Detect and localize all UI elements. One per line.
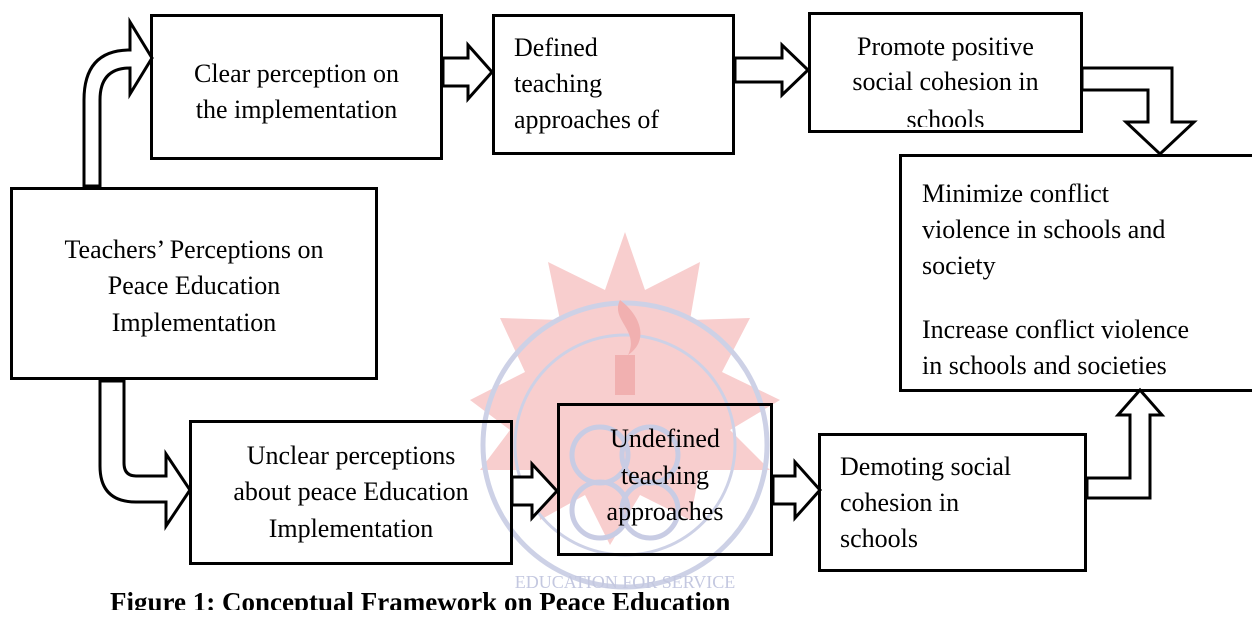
root-box — [10, 187, 378, 380]
arrow-defined-to-promote — [733, 41, 811, 99]
watermark-torch — [615, 300, 641, 395]
arrow-root-to-unclear — [98, 379, 192, 531]
demoting-line-3: schools — [840, 524, 918, 553]
figure-caption: Figure 1: Conceptual Framework on Peace … — [110, 587, 731, 610]
clear-line-1: Clear perception on — [193, 59, 400, 88]
clear-perception-box — [150, 14, 443, 160]
demoting-line-1: Demoting social — [840, 452, 1012, 481]
watermark-ring-outer — [480, 300, 770, 590]
undefined-approaches-box — [557, 403, 773, 556]
outcome-box — [899, 154, 1252, 392]
undefined-line-3: approaches — [606, 497, 724, 526]
arrow-promote-to-outcome — [1080, 66, 1198, 157]
unclear-line-1: Unclear perceptions — [246, 441, 456, 470]
undefined-line-1: Undefined — [610, 424, 720, 453]
unclear-line-3: Implementation — [268, 514, 434, 543]
undefined-line-2: teaching — [620, 461, 710, 490]
promote-cohesion-box — [808, 12, 1083, 133]
defined-line-2: teaching — [514, 69, 603, 98]
promote-line-2: social cohesion in — [852, 67, 1039, 96]
watermark-motto: EDUCATION FOR SERVICE — [515, 572, 736, 592]
minimize-line-3: society — [922, 251, 996, 280]
demoting-line-2: cohesion in — [840, 488, 960, 517]
promote-line-3-clip: schools — [808, 100, 1083, 127]
arrow-root-to-clear — [82, 16, 154, 188]
minimize-line-1: Minimize conflict — [922, 179, 1110, 208]
arrow-demoting-to-outcome — [1085, 387, 1166, 500]
arrow-undefined-to-demoting — [771, 458, 823, 522]
watermark-knot — [569, 424, 681, 541]
defined-approaches-box — [492, 14, 735, 155]
increase-line-1: Increase conflict violence — [922, 315, 1190, 344]
root-line-1: Teachers’ Perceptions on — [64, 235, 324, 264]
promote-line-3: schools — [906, 105, 985, 127]
arrow-unclear-to-undefined — [510, 460, 560, 522]
promote-line-1: Promote positive — [857, 32, 1034, 61]
minimize-line-2: violence in schools and — [922, 215, 1166, 244]
clear-line-2: the implementation — [195, 95, 398, 124]
defined-line-3: approaches of — [514, 105, 660, 134]
root-line-3: Implementation — [111, 308, 277, 337]
increase-line-2: in schools and societies — [922, 351, 1167, 380]
arrow-clear-to-defined — [441, 41, 495, 103]
unclear-perception-box — [189, 420, 513, 565]
root-line-2: Peace Education — [107, 271, 281, 300]
demoting-cohesion-box — [818, 433, 1087, 572]
defined-line-1: Defined — [514, 33, 598, 62]
unclear-line-2: about peace Education — [233, 477, 469, 506]
